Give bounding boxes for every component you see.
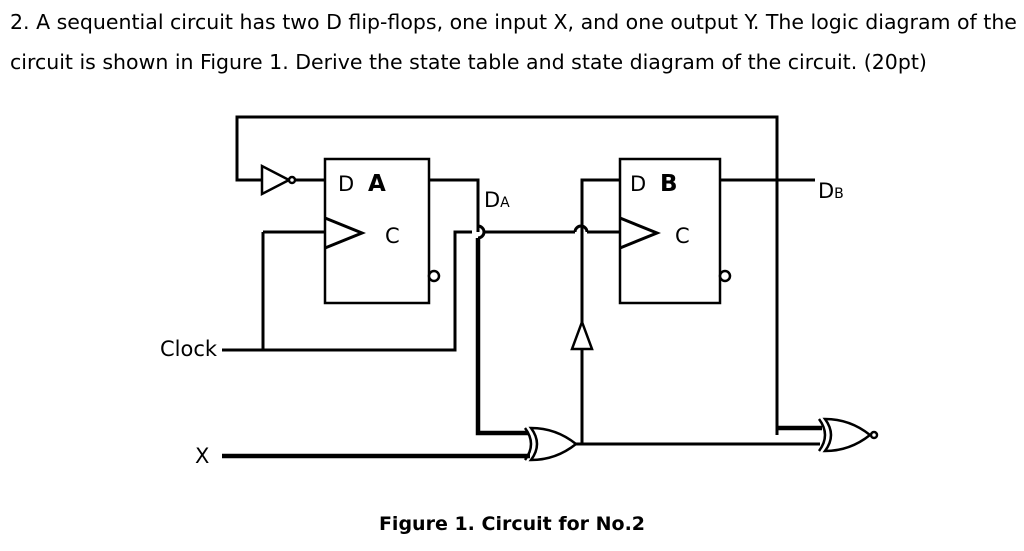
flipflop-b <box>618 157 722 305</box>
da-label: DA <box>484 188 510 212</box>
flipflop-a-name: A <box>368 171 386 197</box>
inverter-bubble <box>287 175 297 185</box>
flipflop-a-output-wire <box>429 178 480 232</box>
flipflop-a-clock-triangle <box>324 216 366 250</box>
clock-wire <box>222 230 472 352</box>
clock-input-label: Clock <box>160 337 218 361</box>
xor-gate-2-output-bubble <box>869 430 879 440</box>
question-text: 2. A sequential circuit has two D flip-f… <box>10 10 1017 74</box>
up-buffer-gate <box>570 318 594 351</box>
buffer-gate <box>260 163 292 197</box>
flipflop-b-clock-triangle <box>619 216 661 250</box>
xor-gate-2 <box>822 417 873 453</box>
flipflop-b-d-label: D <box>630 172 646 196</box>
flipflop-b-qbar-bubble <box>718 269 732 283</box>
flipflop-b-name: B <box>660 171 678 197</box>
xor-gate-1-extra-arc <box>523 427 533 461</box>
flipflop-b-clock-label: C <box>675 224 690 248</box>
flipflop-a-clock-label: C <box>385 224 400 248</box>
x-input-label: X <box>195 444 209 468</box>
xor-gate-1 <box>528 426 579 462</box>
flipflop-a-d-label: D <box>338 172 354 196</box>
da-to-xor-wire <box>475 238 528 436</box>
flipflop-a-qbar-bubble <box>427 269 441 283</box>
feedback-wire <box>235 115 779 435</box>
xor-to-db-wire <box>580 178 620 443</box>
figure-caption: Figure 1. Circuit for No.2 <box>379 513 645 535</box>
db-label: DB <box>818 179 844 203</box>
xor-gate-2-extra-arc <box>817 418 827 452</box>
